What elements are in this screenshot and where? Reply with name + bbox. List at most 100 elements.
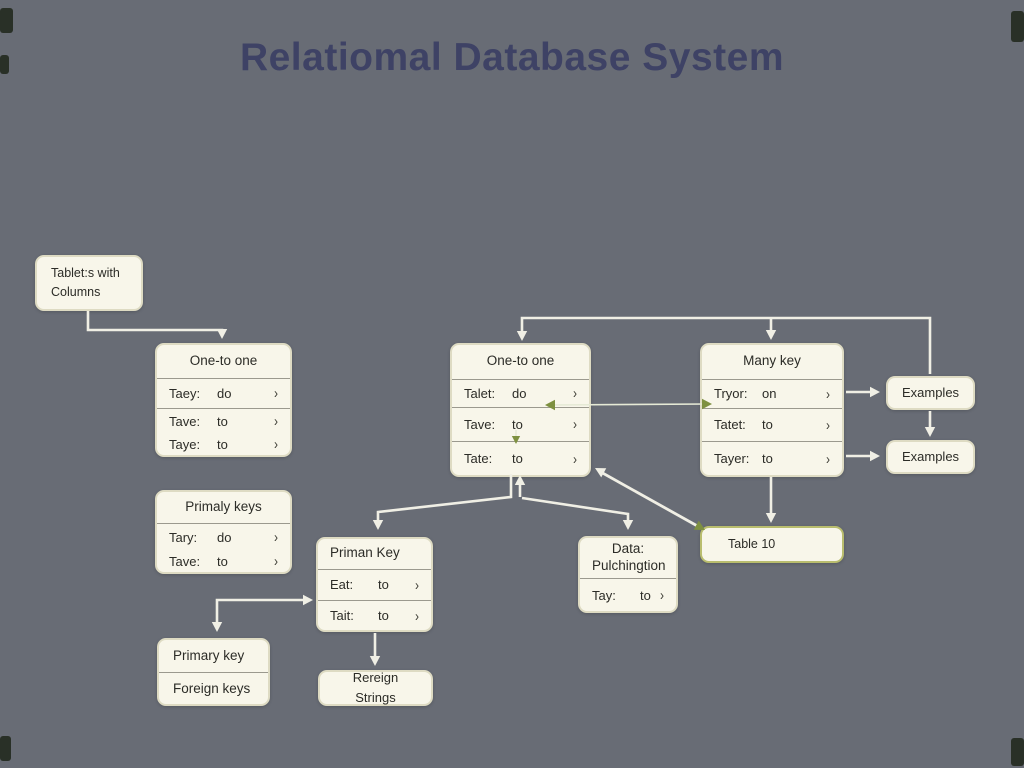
node-rereign-strings: Rereign Strings: [318, 670, 433, 706]
arrowhead-icon: [595, 468, 607, 478]
row-divider: [157, 407, 290, 409]
row-label: Tait:: [330, 608, 354, 624]
row-label: Tate:: [464, 451, 493, 467]
chevron-right-icon: ›: [415, 606, 419, 625]
node-header-line: Primaly keys: [185, 498, 262, 514]
node-label: Examples: [901, 448, 960, 464]
node-cell: Primary key: [173, 648, 245, 664]
row-value: do: [512, 385, 527, 401]
chevron-right-icon: ›: [660, 586, 664, 604]
row-label: Taey:: [169, 385, 201, 401]
row-divider: [452, 406, 589, 408]
arrowhead-icon: [216, 329, 228, 339]
table-row: Tait: to ›: [318, 601, 431, 630]
node-header-text: Many key: [714, 353, 830, 370]
corner-mark: [0, 55, 9, 74]
node-examples-2: Examples: [886, 440, 975, 474]
node-header-line: One-to one: [486, 353, 555, 369]
page-title: Relatiomal Database System: [239, 36, 785, 79]
row-value: to: [640, 587, 651, 603]
connector-elbow-to-priman-and-primary: [215, 598, 309, 628]
arrowhead-icon: [303, 594, 313, 606]
arrowhead-icon: [369, 656, 381, 666]
chevron-right-icon: ›: [415, 576, 419, 594]
row-value: to: [762, 451, 773, 467]
chevron-right-icon: ›: [573, 449, 577, 468]
connector-mid-table10-diagonal: [598, 469, 702, 530]
node-header-line: Pulchingtion: [592, 558, 666, 574]
row-value: to: [217, 436, 228, 452]
node-examples-1: Examples: [886, 376, 975, 410]
row-label: Tay:: [592, 587, 616, 603]
corner-mark: [0, 736, 11, 761]
node-header: Primaly keys: [157, 492, 290, 523]
table-row: Tave:to›: [452, 408, 589, 442]
table-row: Tate: to ›: [452, 442, 589, 475]
arrowhead-icon: [765, 513, 777, 523]
chevron-right-icon: ›: [274, 435, 278, 454]
node-header-line: Many key: [743, 353, 801, 369]
row-divider: [580, 578, 676, 580]
table-row: Tave:to›: [157, 551, 290, 572]
node-header-line: Data:: [611, 541, 645, 557]
node-label: Columns: [51, 285, 101, 299]
table-row: Taye: to ›: [157, 434, 290, 455]
row-divider: [157, 522, 290, 524]
row-value: to: [762, 417, 773, 433]
node-header-line: One-to one: [189, 352, 258, 368]
arrowhead-icon: [516, 331, 528, 341]
table-row: Tayer:to›: [702, 442, 842, 475]
connector-mid-fan-left: [376, 474, 513, 526]
node-header-text: Data:Pulchingtion: [592, 541, 666, 575]
row-value: on: [762, 386, 777, 402]
table-row: Tary:do›: [157, 524, 290, 551]
table-row: Taey:do›: [157, 379, 290, 408]
row-divider: [452, 441, 589, 443]
node-header: Data:Pulchingtion: [580, 538, 676, 578]
row-value: to: [378, 608, 389, 624]
row-divider: [157, 377, 290, 379]
node-table-10: Table 10: [700, 526, 844, 563]
row-value: do: [217, 385, 232, 401]
row-divider: [702, 441, 842, 443]
chevron-right-icon: ›: [826, 416, 830, 434]
node-header-text: Primaly keys: [169, 499, 278, 516]
arrowhead-icon: [372, 520, 384, 530]
row-divider: [318, 568, 431, 570]
table-row: Talet:do›: [452, 380, 589, 407]
row-divider: [702, 407, 842, 409]
table-row: Tryor:on›: [702, 380, 842, 408]
chevron-right-icon: ›: [274, 552, 278, 571]
node-label: Table 10: [728, 536, 776, 551]
chevron-right-icon: ›: [274, 528, 278, 547]
chevron-right-icon: ›: [573, 384, 577, 402]
node-header-text: One-to one: [169, 353, 278, 370]
row-label: Eat:: [330, 577, 354, 593]
node-header: Many key: [702, 345, 842, 379]
chevron-right-icon: ›: [274, 412, 278, 430]
node-label: Rereign Strings: [352, 669, 399, 705]
node-header: Priman Key: [318, 539, 431, 569]
row-value: to: [512, 451, 523, 467]
row-label: Tatet:: [714, 417, 746, 433]
arrowhead-icon: [924, 427, 936, 437]
row-value: to: [217, 413, 228, 429]
row-label: Tary:: [169, 529, 198, 545]
arrowhead-icon: [622, 520, 634, 530]
chevron-right-icon: ›: [826, 384, 830, 403]
row-label: Taye:: [169, 436, 201, 452]
chevron-right-icon: ›: [573, 415, 577, 434]
node-header-text: Priman Key: [330, 545, 419, 562]
table-row: Eat:to›: [318, 570, 431, 601]
connector-tables-to-one-left: [86, 311, 224, 336]
arrowhead-icon: [870, 450, 880, 462]
node-cell: Foreign keys: [173, 680, 251, 696]
node-label: Tablet:s with: [51, 265, 120, 280]
row-label: Tave:: [464, 416, 496, 432]
connector-mid-fan-right: [521, 496, 630, 526]
